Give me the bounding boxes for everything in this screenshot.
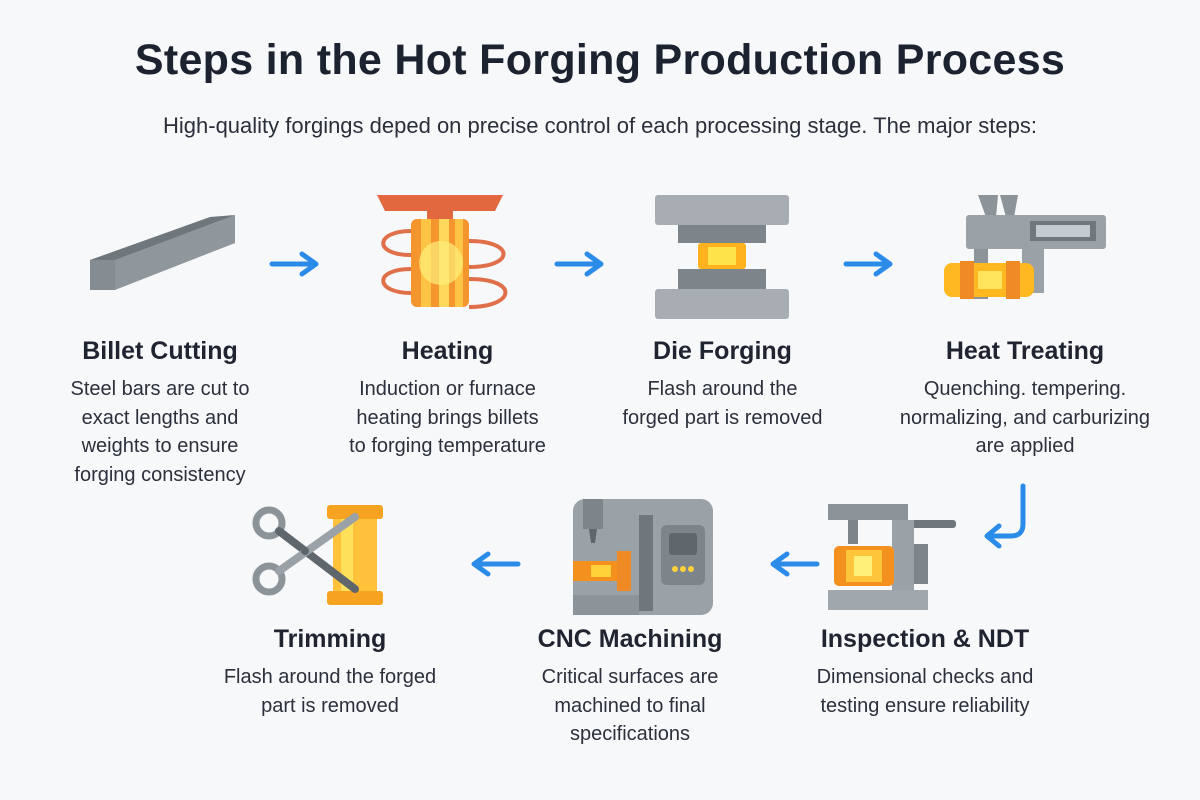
step-name: Heat Treating [945, 337, 1105, 365]
arrow-right-icon [843, 251, 893, 277]
step-desc: Steel bars are cut to exact lengths and … [70, 378, 250, 486]
arrow-left-icon [770, 551, 820, 577]
step-cnc-machining: CNC Machining Critical surfaces are mach… [505, 495, 755, 755]
step-desc: Flash around the forged part is removed [223, 666, 437, 717]
step-name: Die Forging [653, 337, 792, 365]
step-desc: Critical surfaces are machined to final … [541, 666, 719, 745]
caliper-icon [944, 195, 1106, 299]
scissors-icon [252, 505, 383, 605]
step-desc: Dimensional checks and testing ensure re… [816, 666, 1034, 717]
step-name: Trimming [273, 625, 387, 653]
step-desc: Flash around the forged part is removed [622, 378, 823, 429]
page-subtitle: High-quality forgings deped on precise c… [163, 113, 1037, 138]
forging-die-icon [655, 195, 789, 319]
step-name: Billet Cutting [82, 337, 238, 365]
page-title: Steps in the Hot Forging Production Proc… [134, 36, 1066, 84]
cnc-machine-icon [573, 499, 713, 615]
induction-coil-icon [377, 195, 508, 309]
step-die-forging: Die Forging Flash around the forged part… [600, 195, 845, 495]
step-inspection-ndt: Inspection & NDT Dimensional checks and … [790, 495, 1060, 735]
arrow-right-icon [554, 251, 604, 277]
step-trimming: Trimming Flash around the forged part is… [195, 495, 465, 735]
step-name: Inspection & NDT [820, 625, 1030, 653]
arrow-right-icon [269, 251, 319, 277]
step-desc: Quenching. tempering. normalizing, and c… [899, 378, 1151, 457]
arrow-left-icon [471, 551, 521, 577]
step-heating: Heating Induction or furnace heating bri… [325, 195, 570, 495]
inspection-fixture-icon [828, 504, 956, 610]
step-desc: Induction or furnace heating brings bill… [349, 378, 546, 457]
step-name: CNC Machining [537, 625, 723, 653]
arrow-down-left-icon [984, 483, 1026, 549]
steel-billet-icon [90, 215, 235, 290]
step-billet-cutting: Billet Cutting Steel bars are cut to exa… [30, 195, 290, 495]
step-name: Heating [401, 337, 494, 365]
step-heat-treating: Heat Treating Quenching. tempering. norm… [880, 195, 1170, 495]
